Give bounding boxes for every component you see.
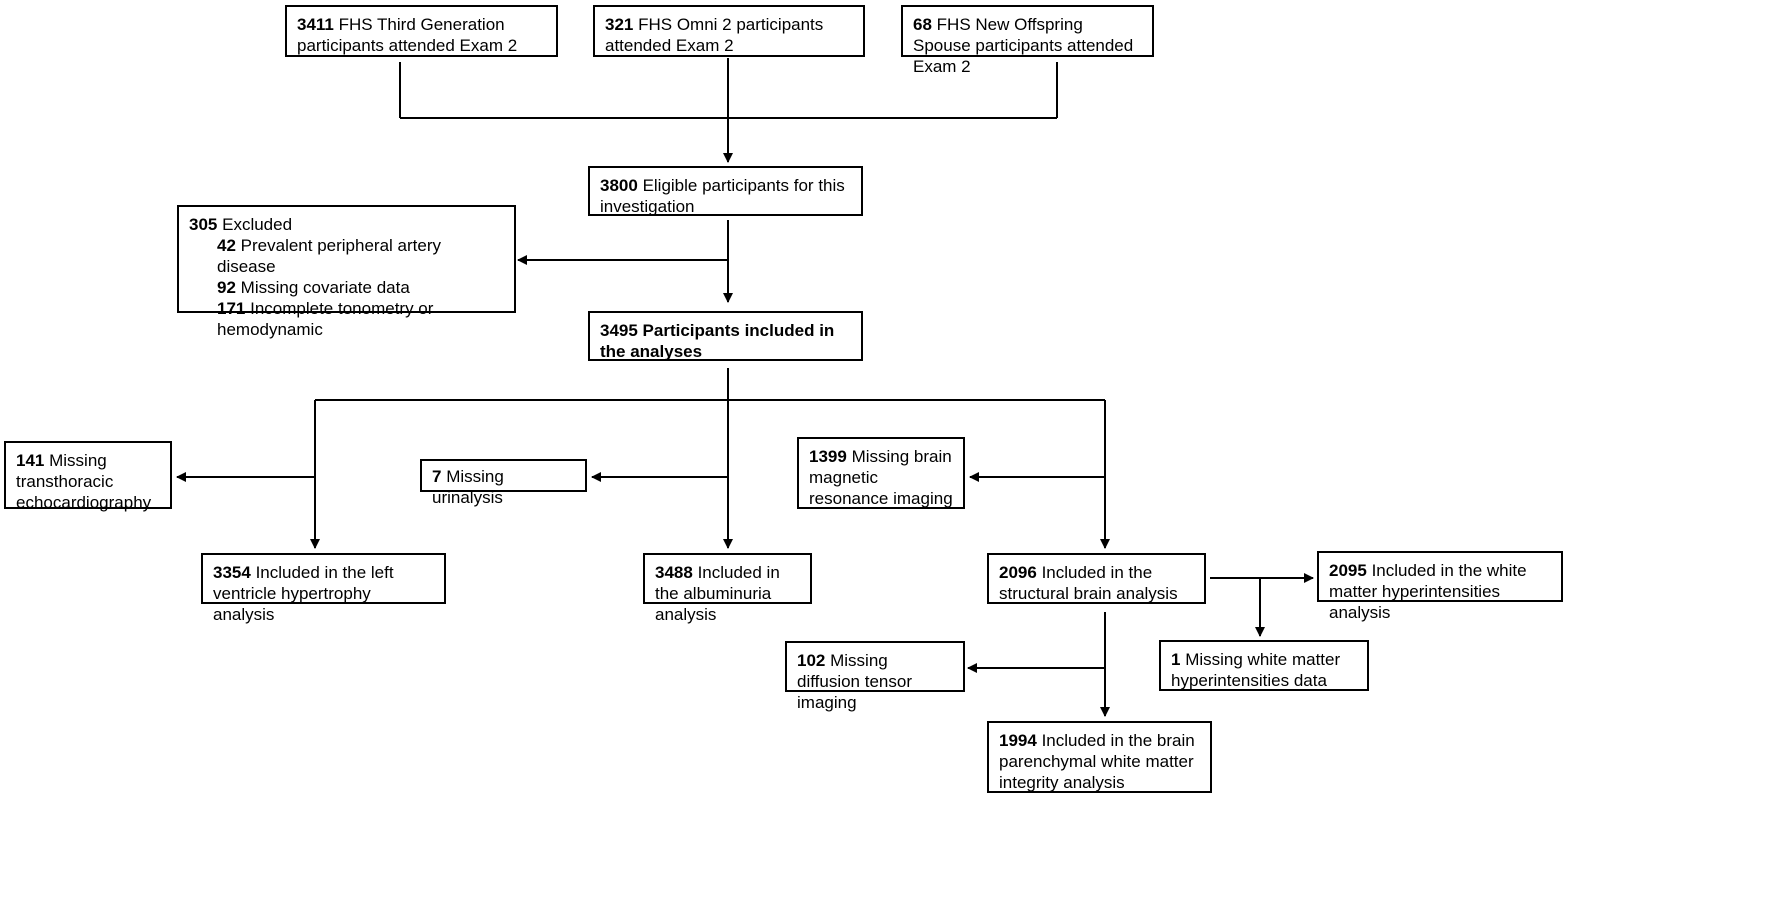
box-eligible-participants: 3800 Eligible participants for this inve… (588, 166, 863, 216)
box-text: Included in the brain parenchymal white … (999, 731, 1195, 792)
item-count: 92 (217, 278, 236, 297)
box-text: Missing urinalysis (432, 467, 504, 507)
box-count: 321 (605, 15, 634, 34)
box-text: Included in the structural brain analysi… (999, 563, 1178, 603)
item-text: Prevalent peripheral artery disease (217, 236, 441, 276)
box-text: Eligible participants for this investiga… (600, 176, 845, 216)
box-missing-wmh-data: 1 Missing white matter hyperintensities … (1159, 640, 1369, 691)
box-text: Included in the white matter hyperintens… (1329, 561, 1527, 622)
box-count: 3800 (600, 176, 638, 195)
box-text: Missing brain magnetic resonance imaging (809, 447, 953, 508)
box-count: 3411 (297, 15, 334, 34)
box-missing-brain-mri: 1399 Missing brain magnetic resonance im… (797, 437, 965, 509)
box-white-matter-integrity-analysis: 1994 Included in the brain parenchymal w… (987, 721, 1212, 793)
excluded-item: 42 Prevalent peripheral artery disease (189, 235, 504, 277)
box-fhs-new-offspring-spouse: 68 FHS New Offspring Spouse participants… (901, 5, 1154, 76)
box-structural-brain-analysis: 2096 Included in the structural brain an… (987, 553, 1206, 604)
item-count: 42 (217, 236, 236, 255)
box-text: Included in the left ventricle hypertrop… (213, 563, 394, 624)
box-fhs-omni-2: 321 FHS Omni 2 participants attended Exa… (593, 5, 865, 57)
box-missing-dti: 102 Missing diffusion tensor imaging (785, 641, 965, 712)
box-count: 68 (913, 15, 932, 34)
box-count: 3488 (655, 563, 693, 582)
excluded-item: 92 Missing covariate data (189, 277, 504, 298)
box-count: 3354 (213, 563, 251, 582)
box-missing-echocardiography: 141 Missing transthoracic echocardiograp… (4, 441, 172, 512)
box-wmh-analysis: 2095 Included in the white matter hyperi… (1317, 551, 1563, 622)
box-fhs-third-generation: 3411 FHS Third Generation participants a… (285, 5, 558, 57)
excluded-item: 171 Incomplete tonometry or hemodynamic (189, 298, 504, 340)
item-text: Incomplete tonometry or hemodynamic (217, 299, 434, 339)
box-count: 1994 (999, 731, 1037, 750)
box-count: 305 (189, 215, 218, 234)
box-text: Excluded (222, 215, 293, 234)
box-count: 2095 (1329, 561, 1367, 580)
box-count: 141 (16, 451, 45, 470)
box-lvh-analysis: 3354 Included in the left ventricle hype… (201, 553, 446, 624)
box-count: 1 (1171, 650, 1181, 669)
box-count: 102 (797, 651, 826, 670)
box-count: 7 (432, 467, 442, 486)
box-text: FHS Omni 2 participants attended Exam 2 (605, 15, 824, 55)
box-text: Missing diffusion tensor imaging (797, 651, 912, 712)
box-text: 3495 Participants included in the analys… (600, 321, 835, 361)
box-participants-included: 3495 Participants included in the analys… (588, 311, 863, 361)
box-missing-urinalysis: 7 Missing urinalysis (420, 459, 587, 507)
box-albuminuria-analysis: 3488 Included in the albuminuria analysi… (643, 553, 812, 624)
box-text: FHS Third Generation participants attend… (297, 15, 518, 55)
box-excluded: 305 Excluded 42 Prevalent peripheral art… (177, 205, 516, 339)
item-count: 171 (217, 299, 246, 318)
excluded-heading: 305 Excluded (189, 214, 504, 235)
box-count: 1399 (809, 447, 847, 466)
box-text: Missing transthoracic echocardiography (16, 451, 152, 512)
box-text: Missing white matter hyperintensities da… (1171, 650, 1341, 690)
box-count: 2096 (999, 563, 1037, 582)
item-text: Missing covariate data (240, 278, 410, 297)
box-text: Included in the albuminuria analysis (655, 563, 780, 624)
box-text: FHS New Offspring Spouse participants at… (913, 15, 1134, 76)
